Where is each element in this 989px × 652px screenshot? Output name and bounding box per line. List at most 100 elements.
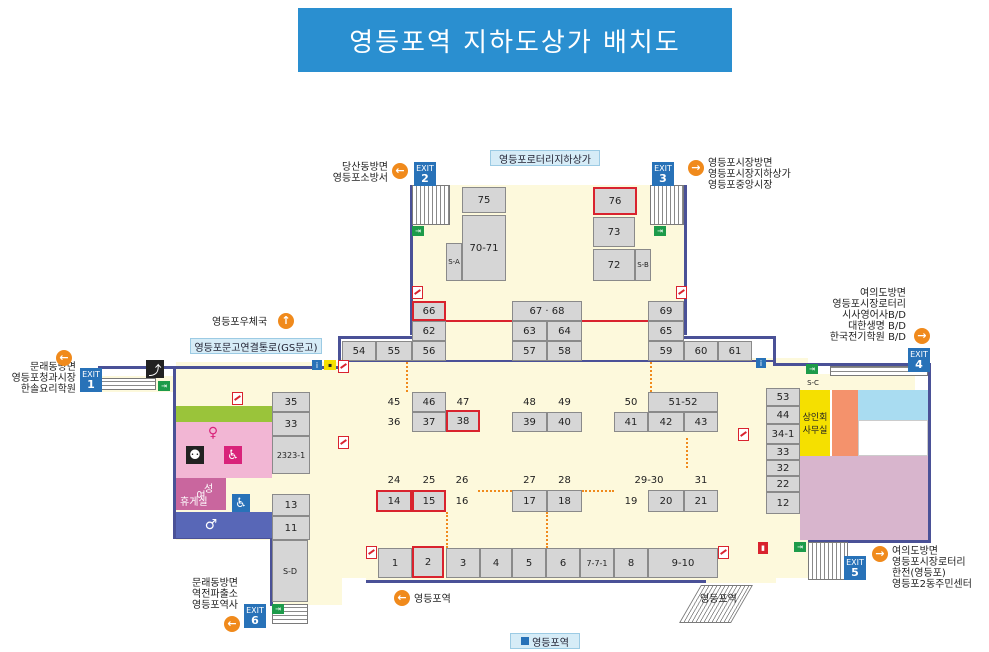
shop-16[interactable]: 16: [446, 490, 478, 512]
shop-14[interactable]: 14: [376, 490, 412, 512]
fire-hydrant-icon: [232, 392, 243, 405]
shop-75[interactable]: 75: [462, 187, 506, 213]
shop-46[interactable]: 46: [412, 392, 446, 412]
emergency-exit-icon: ⇥: [158, 381, 170, 391]
shop-25[interactable]: 25: [412, 470, 446, 490]
shop-43[interactable]: 43: [684, 412, 718, 432]
shop-55[interactable]: 55: [376, 341, 412, 361]
shop-53[interactable]: 53: [766, 388, 800, 406]
shop-33[interactable]: 33: [272, 412, 310, 436]
shop-11[interactable]: 11: [272, 516, 310, 540]
shop-18[interactable]: 18: [547, 490, 582, 512]
shop-2[interactable]: 2: [412, 546, 444, 578]
shop-60[interactable]: 60: [684, 341, 718, 361]
mauve-zone: [800, 456, 928, 540]
shop-1[interactable]: 1: [378, 548, 412, 578]
blue-zone: [858, 390, 928, 420]
shop-37[interactable]: 37: [412, 412, 446, 432]
shop-41[interactable]: 41: [614, 412, 648, 432]
shop-66[interactable]: 66: [412, 301, 446, 321]
shop-61[interactable]: 61: [718, 341, 752, 361]
wall: [98, 366, 341, 369]
shop-12[interactable]: 12: [766, 492, 800, 514]
station-label-right: 영등포역: [700, 594, 737, 605]
shop-27[interactable]: 27: [512, 470, 547, 490]
shop-6[interactable]: 6: [546, 548, 580, 578]
info-icon: i: [756, 358, 766, 368]
shop-76[interactable]: 76: [593, 187, 637, 215]
corridor-line: [582, 320, 648, 322]
shop-64[interactable]: 64: [547, 321, 582, 341]
shop-67-68[interactable]: 67 · 68: [512, 301, 582, 321]
wall: [684, 336, 776, 339]
mens-restroom[interactable]: [176, 512, 272, 538]
shop-19[interactable]: 19: [614, 490, 648, 512]
shop-35[interactable]: 35: [272, 392, 310, 412]
shop-9-10[interactable]: 9-10: [648, 548, 718, 578]
shop-42[interactable]: 42: [648, 412, 684, 432]
womens-rest-area[interactable]: 여: [176, 478, 226, 510]
shop-7-7-1[interactable]: 7-7-1: [580, 548, 614, 578]
shop-58[interactable]: 58: [547, 341, 582, 361]
shop-20[interactable]: 20: [648, 490, 684, 512]
shop-49[interactable]: 49: [547, 392, 582, 412]
shop-40[interactable]: 40: [547, 412, 582, 432]
shop-34-1[interactable]: 34-1: [766, 424, 800, 444]
fire-hydrant-icon: [676, 286, 687, 299]
shop-17[interactable]: 17: [512, 490, 547, 512]
shop-45[interactable]: 45: [376, 392, 412, 412]
shop-36[interactable]: 36: [376, 412, 412, 432]
shop-69[interactable]: 69: [648, 301, 684, 321]
shop-47[interactable]: 47: [446, 392, 480, 412]
station-arrow-left-icon: ←: [394, 590, 410, 606]
shop-29-30[interactable]: 29-30: [614, 470, 684, 490]
shop-39[interactable]: 39: [512, 412, 547, 432]
shop-59[interactable]: 59: [648, 341, 684, 361]
exit-5-arrow-icon: →: [872, 546, 888, 562]
path-dots: [582, 490, 614, 492]
shop-44[interactable]: 44: [766, 406, 800, 424]
shop-38[interactable]: 38: [446, 410, 480, 432]
shop-63[interactable]: 63: [512, 321, 547, 341]
stairs-exit5: [808, 542, 848, 580]
shop-62[interactable]: 62: [412, 321, 446, 341]
shop-4[interactable]: 4: [480, 548, 512, 578]
shop-S-B[interactable]: S-B: [635, 249, 651, 281]
merchants-office[interactable]: 상인회 사무실: [800, 390, 830, 456]
shop-26[interactable]: 26: [446, 470, 478, 490]
underground-mall-label: 영등포로터리지하상가: [490, 150, 600, 166]
station-icon: [521, 637, 530, 645]
shop-33-right[interactable]: 33: [766, 444, 800, 460]
shop-22[interactable]: 22: [766, 476, 800, 492]
shop-70-71[interactable]: 70-71: [462, 215, 506, 281]
shop-65[interactable]: 65: [648, 321, 684, 341]
shop-50[interactable]: 50: [614, 392, 648, 412]
shop-2323-1[interactable]: 2323-1: [272, 436, 310, 474]
shop-8[interactable]: 8: [614, 548, 648, 578]
shop-S-A[interactable]: S-A: [446, 243, 462, 281]
shop-51-52[interactable]: 51-52: [648, 392, 718, 412]
shop-13[interactable]: 13: [272, 494, 310, 516]
shop-73[interactable]: 73: [593, 217, 635, 247]
shop-28[interactable]: 28: [547, 470, 582, 490]
shop-54[interactable]: 54: [342, 341, 376, 361]
shop-57[interactable]: 57: [512, 341, 547, 361]
shop-21[interactable]: 21: [684, 490, 718, 512]
white-zone: [858, 420, 928, 456]
shop-S-D[interactable]: S-D: [272, 540, 308, 602]
shop-5[interactable]: 5: [512, 548, 546, 578]
map-floor-corridor-right: [805, 374, 915, 390]
shop-S-C[interactable]: S-C: [800, 376, 826, 390]
shop-24[interactable]: 24: [376, 470, 412, 490]
shop-15[interactable]: 15: [412, 490, 446, 512]
shop-31[interactable]: 31: [684, 470, 718, 490]
shop-32[interactable]: 32: [766, 460, 800, 476]
shop-56[interactable]: 56: [412, 341, 446, 361]
shop-48[interactable]: 48: [512, 392, 547, 412]
shop-3[interactable]: 3: [446, 548, 480, 578]
shop-72[interactable]: 72: [593, 249, 635, 281]
